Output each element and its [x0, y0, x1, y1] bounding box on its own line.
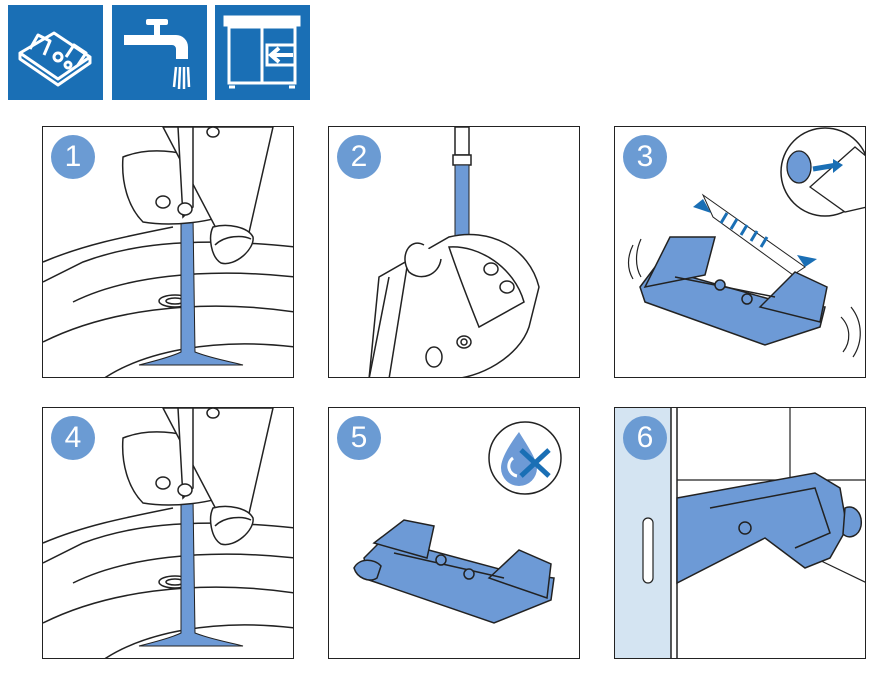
step-number-badge: 1 [51, 135, 95, 179]
dry-pad-illustration [353, 421, 562, 624]
cabinet-store-icon [215, 5, 310, 100]
no-water-icon [488, 421, 562, 495]
step-panel-3: 3 [614, 126, 866, 378]
step-number-badge: 6 [623, 416, 667, 460]
rinse-illustration [43, 127, 293, 377]
shake-pad-illustration [627, 127, 865, 358]
step-panel-1: 1 [42, 126, 294, 378]
step-number-badge: 2 [337, 135, 381, 179]
step-panel-5: 5 [328, 407, 580, 659]
step-number-badge: 4 [51, 416, 95, 460]
rinse-holder-illustration [368, 127, 540, 377]
rinse-illustration [43, 408, 293, 658]
step-panel-4: 4 [42, 407, 294, 659]
step-panel-2: 2 [328, 126, 580, 378]
cleaning-pad-icon [8, 5, 103, 100]
faucet-icon [112, 5, 207, 100]
step-number-badge: 5 [337, 416, 381, 460]
step-number-badge: 3 [623, 135, 667, 179]
step-panel-6: 6 [614, 407, 866, 659]
